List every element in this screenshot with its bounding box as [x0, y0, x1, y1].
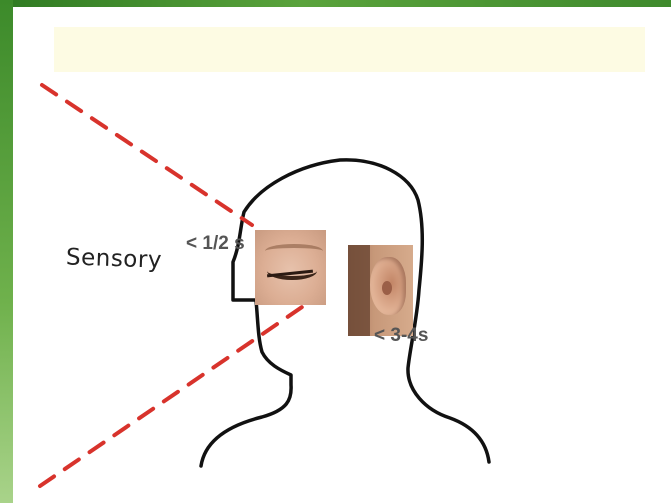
upper-dashed-ray [42, 85, 252, 225]
ear-photo [348, 245, 413, 336]
lower-dashed-ray [40, 305, 305, 486]
ear-canal-shape [382, 281, 392, 295]
eyebrow-shape [265, 244, 323, 258]
eye-photo [255, 230, 326, 305]
head-outline [201, 160, 489, 466]
visual-duration-label: < 1/2 s [186, 233, 245, 255]
hair-shape [348, 245, 370, 336]
auditory-duration-label: < 3-4s [374, 325, 428, 347]
sensory-label: Sensory [66, 244, 163, 273]
